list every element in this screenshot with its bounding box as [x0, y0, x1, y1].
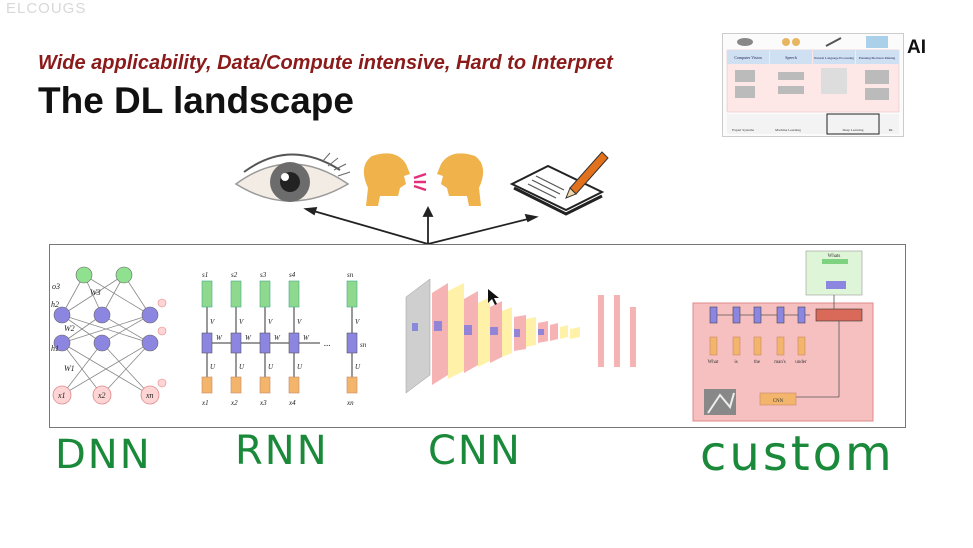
speaking-heads-icon [363, 153, 484, 206]
watermark: ELCOUGS [6, 0, 87, 17]
dnn-input-2: x2 [97, 391, 106, 400]
rnn-diagram: s1 s2 s3 s4 sn x1 x2 x3 x4 xn V V V V V … [201, 271, 367, 407]
rnn-input-2: x2 [230, 399, 238, 407]
dnn-input-n: xn [145, 391, 154, 400]
handwritten-custom-label: custom [700, 426, 895, 482]
dnn-weight-2: W2 [64, 324, 75, 333]
rnn-weight-v: V [297, 318, 302, 326]
rnn-state-2: s2 [231, 271, 238, 279]
rnn-weight-u: U [268, 363, 274, 371]
thumb-col-1: Computer Vision [734, 55, 761, 60]
rnn-weight-w: W [245, 334, 252, 342]
custom-word-2: is [734, 360, 737, 365]
rnn-weight-w: W [274, 334, 281, 342]
cnn-diagram [405, 278, 636, 394]
custom-word-1: What [708, 360, 719, 365]
rnn-input-3: x3 [259, 399, 267, 407]
dnn-output: o3 [52, 282, 60, 291]
dnn-hidden-1: h1 [51, 344, 59, 353]
handwritten-rnn-label: RNN [235, 428, 329, 474]
dnn-weight-3: W3 [90, 288, 101, 297]
custom-top-box-label: Whats [828, 254, 841, 259]
rnn-state-4: s4 [289, 271, 296, 279]
rnn-weight-u: U [355, 363, 361, 371]
slide-title: The DL landscape [38, 80, 354, 121]
rnn-state-last: sn [360, 341, 367, 349]
mouse-cursor [488, 289, 499, 305]
rnn-weight-v: V [239, 318, 244, 326]
rnn-weight-u: U [297, 363, 303, 371]
custom-cnn-box: CNN [773, 399, 784, 404]
thumb-footer-2: Machine Learning [775, 128, 801, 132]
rnn-weight-v: V [210, 318, 215, 326]
dnn-hidden-2: h2 [51, 300, 59, 309]
ai-label: AI [907, 37, 926, 58]
handwritten-cnn-label: CNN [428, 428, 522, 474]
rnn-weight-w: W [216, 334, 223, 342]
custom-diagram: Whats What is the man' [692, 250, 874, 422]
rnn-input-n: xn [346, 399, 354, 407]
ai-overview-thumbnail: Computer Vision Speech Natural Language … [722, 33, 904, 137]
custom-word-5: under [795, 360, 807, 365]
rnn-input-1: x1 [201, 399, 209, 407]
thumb-col-4: Planning/Decision Making [859, 56, 896, 60]
rnn-state-n: sn [347, 271, 354, 279]
rnn-ellipsis: ... [324, 338, 331, 348]
eye-icon [234, 152, 351, 202]
rnn-state-1: s1 [202, 271, 208, 279]
dnn-diagram: x1 x2 xn W1 W2 W3 h1 h2 o3 [51, 266, 167, 405]
handwritten-dnn-label: DNN [55, 432, 152, 478]
dnn-input-1: x1 [57, 391, 66, 400]
architectures-panel: x1 x2 xn W1 W2 W3 h1 h2 o3 [49, 244, 906, 428]
thumb-col-3: Natural Language Processing [814, 56, 854, 60]
rnn-input-4: x4 [288, 399, 296, 407]
document-pen-icon [509, 151, 609, 216]
rnn-weight-u: U [210, 363, 216, 371]
custom-word-4: man's [774, 360, 786, 365]
rnn-weight-w: W [303, 334, 310, 342]
rnn-weight-v: V [268, 318, 273, 326]
dnn-weight-1: W1 [64, 364, 75, 373]
thumb-footer-1: Expert Systems [732, 128, 755, 132]
rnn-weight-u: U [239, 363, 245, 371]
rnn-weight-v: V [355, 318, 360, 326]
slide-subtitle: Wide applicability, Data/Compute intensi… [38, 52, 613, 74]
custom-word-3: the [754, 360, 761, 365]
thumb-footer-3: Deep Learning [843, 128, 864, 132]
application-icons [234, 151, 609, 245]
rnn-state-3: s3 [260, 271, 267, 279]
thumb-footer-4: RL [889, 128, 893, 132]
thumb-col-2: Speech [785, 55, 797, 60]
